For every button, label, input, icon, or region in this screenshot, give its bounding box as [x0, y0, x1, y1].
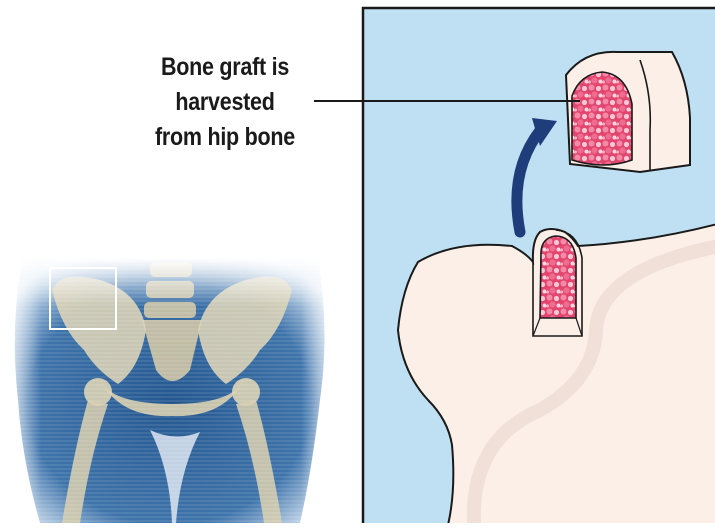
diagram-caption: Bone graft is harvested from hip bone — [126, 50, 324, 155]
magnified-panel — [363, 8, 715, 523]
harvest-site-marrow — [540, 236, 576, 318]
caption-line-2: harvested — [126, 85, 324, 120]
harvested-graft — [566, 52, 690, 172]
caption-line-1: Bone graft is — [126, 50, 324, 85]
pelvis-xray-image — [0, 258, 342, 523]
caption-line-3: from hip bone — [126, 120, 324, 155]
